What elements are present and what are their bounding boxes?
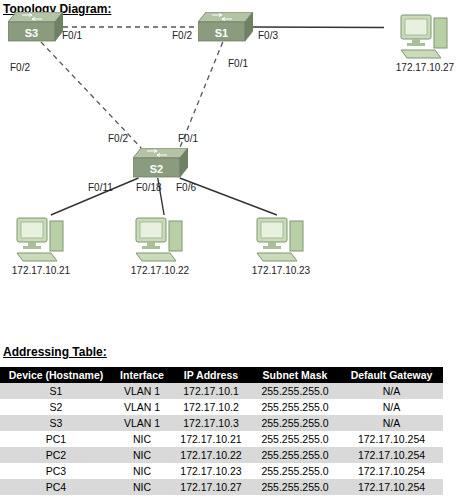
- pc-node: 172.17.10.23: [240, 215, 322, 277]
- switch-node: S3: [8, 12, 63, 42]
- table-cell: 255.255.255.0: [250, 383, 340, 399]
- pc-icon: [255, 215, 307, 263]
- table-cell: 255.255.255.0: [250, 447, 340, 463]
- port-label: F0/1: [228, 58, 248, 69]
- pc-node: 172.17.10.22: [119, 215, 201, 277]
- table-cell: N/A: [340, 415, 443, 431]
- table-header-cell: Default Gateway: [340, 367, 443, 383]
- table-cell: S2: [0, 399, 112, 415]
- port-label: F0/3: [258, 30, 278, 41]
- table-header-cell: IP Address: [172, 367, 250, 383]
- table-cell: S3: [0, 415, 112, 431]
- ip-address: 172.17.10.23: [240, 265, 322, 276]
- table-cell: NIC: [112, 447, 172, 463]
- table-cell: NIC: [112, 431, 172, 447]
- trunk-link: [41, 42, 141, 148]
- port-label: F0/2: [172, 30, 192, 41]
- table-cell: 172.17.10.254: [340, 431, 443, 447]
- ip-address: 172.17.10.27: [384, 62, 466, 73]
- table-cell: NIC: [112, 463, 172, 479]
- switch-name: S3: [8, 27, 55, 39]
- table-cell: N/A: [340, 399, 443, 415]
- table-cell: 172.17.10.21: [172, 431, 250, 447]
- access-link: [51, 178, 139, 215]
- port-label: F0/1: [62, 30, 82, 41]
- table-cell: 255.255.255.0: [250, 399, 340, 415]
- switch-node: S2: [133, 148, 188, 178]
- table-cell: PC4: [0, 479, 112, 495]
- table-cell: 172.17.10.23: [172, 463, 250, 479]
- pc-icon: [15, 215, 67, 263]
- table-cell: 255.255.255.0: [250, 479, 340, 495]
- table-cell: VLAN 1: [112, 415, 172, 431]
- section-heading: Addressing Table:: [3, 345, 107, 359]
- port-label: F0/6: [176, 182, 196, 193]
- table-cell: 172.17.10.254: [340, 447, 443, 463]
- ip-address: 172.17.10.21: [0, 265, 82, 276]
- table-cell: 172.17.10.1: [172, 383, 250, 399]
- port-label: F0/2: [10, 62, 30, 73]
- switch-node: S1: [198, 12, 253, 42]
- table-cell: VLAN 1: [112, 399, 172, 415]
- table-cell: 255.255.255.0: [250, 431, 340, 447]
- table-header-cell: Interface: [112, 367, 172, 383]
- port-label: F0/1: [178, 133, 198, 144]
- ip-address: 172.17.10.22: [119, 265, 201, 276]
- pc-node: 172.17.10.21: [0, 215, 82, 277]
- table-cell: 255.255.255.0: [250, 463, 340, 479]
- trunk-link: [63, 26, 198, 27]
- table-cell: VLAN 1: [112, 383, 172, 399]
- table-cell: 172.17.10.3: [172, 415, 250, 431]
- table-cell: 172.17.10.27: [172, 479, 250, 495]
- table-cell: PC2: [0, 447, 112, 463]
- table-cell: N/A: [340, 383, 443, 399]
- table-header-cell: Device (Hostname): [0, 367, 112, 383]
- port-label: F0/11: [88, 182, 113, 193]
- trunk-link: [180, 42, 223, 148]
- table-cell: PC3: [0, 463, 112, 479]
- pc-icon: [134, 215, 186, 263]
- table-cell: 172.17.10.2: [172, 399, 250, 415]
- table-header-cell: Subnet Mask: [250, 367, 340, 383]
- switch-name: S2: [133, 163, 180, 175]
- table-cell: NIC: [112, 479, 172, 495]
- switch-name: S1: [198, 27, 245, 39]
- pc-node: 172.17.10.27: [384, 12, 466, 74]
- table-cell: 255.255.255.0: [250, 415, 340, 431]
- table-cell: S1: [0, 383, 112, 399]
- table-cell: 172.17.10.254: [340, 479, 443, 495]
- table-cell: 172.17.10.254: [340, 463, 443, 479]
- port-label: F0/2: [108, 133, 128, 144]
- pc-icon: [399, 12, 451, 60]
- table-cell: PC1: [0, 431, 112, 447]
- table-cell: 172.17.10.22: [172, 447, 250, 463]
- port-label: F0/18: [136, 182, 162, 193]
- access-link: [253, 26, 384, 28]
